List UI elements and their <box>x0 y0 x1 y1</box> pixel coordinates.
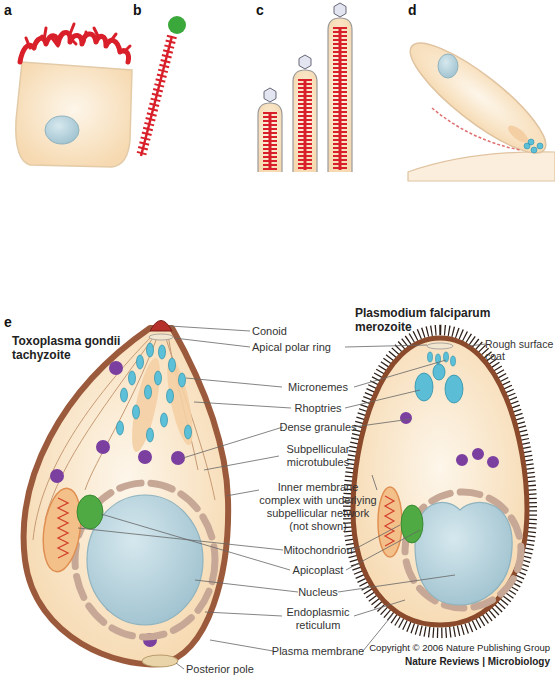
panel-letter: c <box>256 2 276 18</box>
part-label: Inner membrane complex with underlying s… <box>258 481 378 533</box>
panel-letter: e <box>4 314 24 330</box>
posterior-pole <box>142 655 178 667</box>
panel-letter: b <box>133 2 153 18</box>
part-label: Plasma membrane <box>258 645 378 658</box>
part-label: Rough surface coat <box>485 338 555 362</box>
part-label: Rhoptries <box>258 402 378 415</box>
actin-tail <box>141 36 172 156</box>
micronemes <box>524 139 543 153</box>
nucleus <box>87 495 203 625</box>
conoid <box>150 321 172 332</box>
apical-polar-ring <box>149 334 173 340</box>
endoplasmic-reticulum <box>75 483 215 637</box>
mitochondrion <box>38 486 85 574</box>
actin-ruffle <box>26 24 130 52</box>
organism-heading: Plasmodium falciparum merozoite <box>355 306 495 334</box>
merozoite-body <box>353 338 527 625</box>
part-label: Nucleus <box>258 586 378 599</box>
part-label: Endoplasmic reticulum <box>281 606 356 632</box>
part-label: Conoid <box>252 325 332 338</box>
part-label: Posterior pole <box>186 663 276 676</box>
organism-heading: Toxoplasma gondii tachyzoite <box>12 334 127 362</box>
copyright-note: Copyright © 2006 Nature Publishing Group <box>330 642 550 654</box>
host-surface <box>408 152 555 181</box>
rhoptry <box>415 373 433 401</box>
rough-surface-coat <box>348 330 532 633</box>
part-label: Dense granules <box>258 421 378 434</box>
panel-letter: a <box>4 2 24 18</box>
actin-trace <box>432 108 520 150</box>
nucleus <box>45 116 79 144</box>
cell-body <box>16 62 132 167</box>
actin-bundle <box>270 27 340 170</box>
part-label: Apicoplast <box>258 564 378 577</box>
apicoplast <box>77 495 103 529</box>
nucleus <box>415 502 512 605</box>
gliding-parasite <box>398 28 555 168</box>
part-label: Subpellicular microtubules <box>278 443 358 469</box>
mitochondrial-cristae <box>58 498 68 558</box>
rhoptry <box>505 123 530 146</box>
nucleus <box>438 54 458 78</box>
journal-name: Nature Reviews | Microbiology <box>330 656 550 668</box>
rhoptry <box>162 357 198 447</box>
actin-tail <box>141 36 172 156</box>
rhoptry <box>445 375 463 403</box>
leader-line <box>78 326 486 669</box>
part-label: Apical polar ring <box>252 341 352 354</box>
endoplasmic-reticulum <box>405 492 521 608</box>
virus-particle <box>264 3 346 102</box>
apicoplast <box>401 505 423 543</box>
dense-granules <box>400 412 499 468</box>
panel-letter: d <box>408 2 428 18</box>
rhoptry <box>433 364 445 380</box>
actin-bundle <box>270 27 340 170</box>
micronemes <box>117 343 192 442</box>
part-label: Mitochondrion <box>258 544 378 557</box>
mitochondrial-cristae <box>385 496 394 546</box>
apical-polar-ring <box>427 343 453 349</box>
part-label: Micronemes <box>258 381 378 394</box>
tachyzoite-body <box>24 328 229 664</box>
bacterium <box>168 16 186 34</box>
